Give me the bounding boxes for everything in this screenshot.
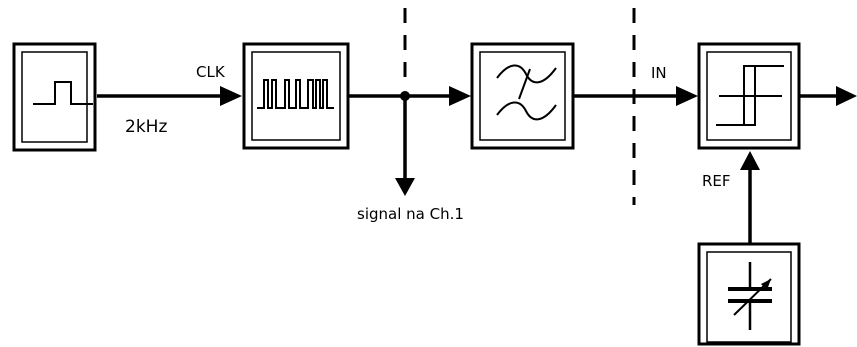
probe-label: signal na Ch.1 (357, 205, 464, 223)
pulse-train-icon (257, 79, 334, 109)
variable-capacitor-icon (728, 262, 772, 330)
hysteresis-icon (716, 65, 784, 126)
arrow-probe (395, 178, 415, 196)
arrow-filter-input (449, 86, 471, 106)
arrow-ref (740, 151, 760, 170)
comparator-in-label: IN (651, 64, 667, 82)
clk-label: CLK (196, 63, 226, 81)
filter-icon (496, 64, 557, 121)
arrow-clk (220, 86, 242, 106)
low-pass-filter-inner (479, 51, 566, 141)
arrow-output (836, 86, 857, 106)
arrow-comparator-in (676, 86, 698, 106)
square-pulse-icon (33, 81, 93, 105)
ref-label: REF (702, 172, 731, 190)
frequency-label: 2kHz (125, 117, 167, 137)
